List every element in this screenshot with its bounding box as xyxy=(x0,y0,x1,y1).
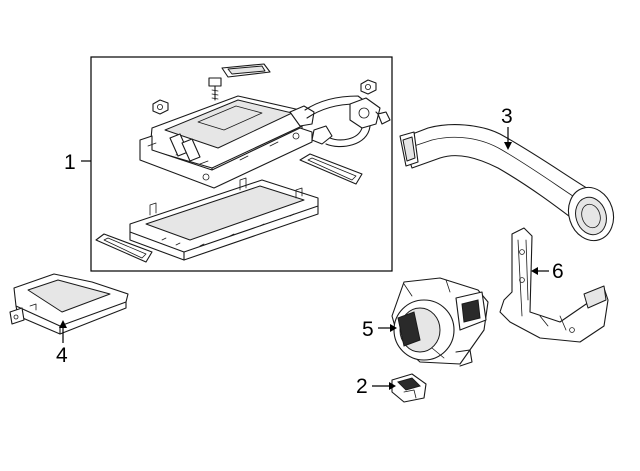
callout-label-4: 4 xyxy=(56,344,68,367)
callout-label-5: 5 xyxy=(362,318,374,341)
callout-label-1: 1 xyxy=(64,151,76,174)
nut-left xyxy=(152,99,169,115)
assembly-group-box xyxy=(90,56,393,272)
mount-bracket xyxy=(499,227,609,343)
clip xyxy=(391,373,427,403)
callout-2: 2 xyxy=(356,375,396,398)
callout-1: 1 xyxy=(64,151,91,174)
gasket-left xyxy=(95,233,153,263)
callout-6: 6 xyxy=(531,260,564,283)
callout-5: 5 xyxy=(362,318,397,341)
pad xyxy=(221,63,271,78)
blower-motor xyxy=(391,277,489,367)
callout-label-6: 6 xyxy=(552,260,564,283)
air-duct xyxy=(399,124,615,242)
nut-right xyxy=(360,79,377,95)
gasket-right xyxy=(299,153,363,185)
callout-label-2: 2 xyxy=(356,375,368,398)
tray xyxy=(129,177,319,261)
wiring-harness xyxy=(304,95,391,148)
callout-4: 4 xyxy=(56,320,68,367)
bolt xyxy=(208,77,222,101)
cover xyxy=(9,273,129,335)
control-module xyxy=(139,95,315,189)
callout-label-3: 3 xyxy=(501,105,513,128)
callout-3: 3 xyxy=(501,105,513,150)
